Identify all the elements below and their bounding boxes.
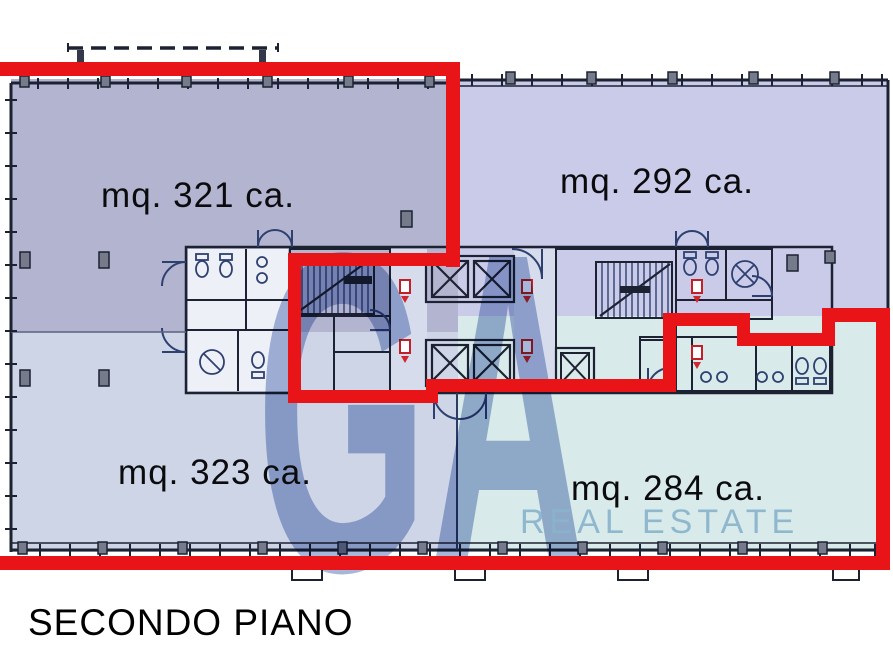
area-label-bottom-right: mq. 284 ca.	[571, 469, 765, 508]
balcony-tabs	[291, 570, 860, 581]
fire-hydrant-icon	[521, 339, 533, 363]
canopy-line	[67, 43, 279, 63]
elevator-icon	[430, 259, 470, 299]
watermark-logo-text: GA	[256, 159, 588, 667]
toilet-icon	[219, 253, 233, 278]
double-door-icon	[257, 229, 293, 248]
columns	[17, 71, 840, 555]
doors	[161, 229, 773, 420]
stairs-icon	[595, 261, 673, 319]
door-icon	[511, 248, 543, 280]
toilet-icon	[705, 251, 719, 276]
red-outline-segments	[0, 62, 890, 570]
double-door-icon	[675, 230, 709, 248]
elevator-icon	[472, 259, 512, 299]
sink-icon	[700, 371, 784, 383]
door-icon	[161, 261, 187, 287]
toilet-icon	[195, 253, 209, 278]
fire-hydrant-icons	[399, 279, 703, 369]
toilet-icon	[683, 251, 697, 276]
toilet-icon	[795, 357, 809, 385]
area-label-top-left: mq. 321 ca.	[101, 176, 295, 215]
accessible-toilet-icon	[199, 349, 225, 375]
door-icon	[751, 275, 773, 297]
area-label-bottom-left: mq. 323 ca.	[118, 453, 312, 492]
area-label-top-right: mq. 292 ca.	[560, 162, 754, 201]
window-ticks	[5, 74, 883, 556]
fire-hydrant-icon	[399, 279, 411, 303]
fire-hydrant-icon	[691, 345, 703, 369]
floor-title: SECONDO PIANO	[28, 602, 354, 643]
toilet-icon	[813, 357, 827, 385]
fire-hydrant-icon	[521, 279, 533, 303]
toilet-icon	[251, 351, 265, 379]
bathroom-fixtures	[195, 251, 827, 385]
double-door-icon	[433, 392, 487, 420]
watermark-tagline: REAL ESTATE	[520, 503, 799, 541]
door-icon	[369, 309, 391, 331]
accessible-toilet-icon	[731, 260, 759, 288]
fire-hydrant-icon	[399, 339, 411, 363]
sink-icon	[256, 256, 268, 284]
fire-hydrant-icon	[691, 279, 703, 303]
